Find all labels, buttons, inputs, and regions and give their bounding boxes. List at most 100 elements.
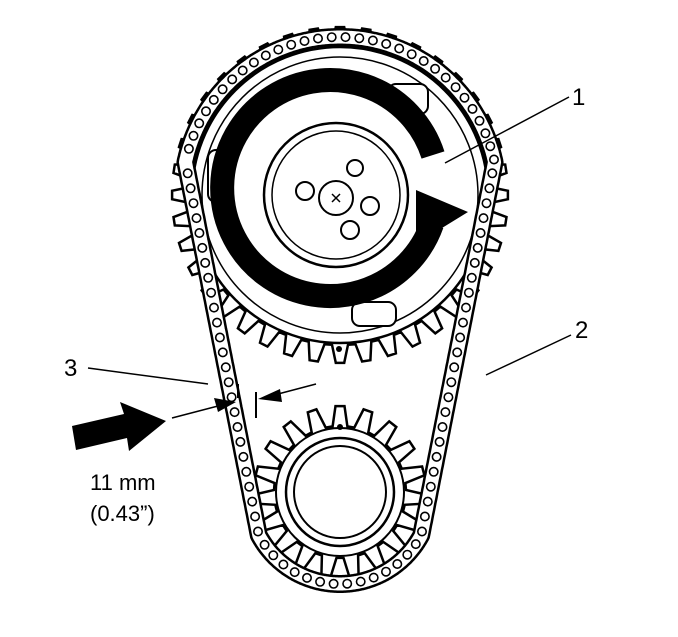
chain-link-pin (247, 496, 258, 507)
chain-link-pin (446, 377, 457, 388)
chain-link-pin (380, 566, 391, 577)
callout-3-leader (87, 367, 209, 385)
chain-link-pin (450, 82, 461, 93)
chain-link-pin (237, 65, 248, 76)
chain-link-pin (406, 49, 417, 60)
chain-link-pin (206, 287, 217, 298)
left-dimension-arrowhead (214, 398, 236, 412)
chain-link-pin (425, 481, 436, 492)
chain-link-pin (299, 35, 310, 46)
chain-link-pin (328, 578, 339, 589)
chain-link-pin (440, 407, 451, 418)
chain-link-pin (440, 72, 451, 83)
chain-link-pin (469, 257, 480, 268)
chain-link-pin (253, 526, 264, 537)
chain-link-pin (197, 242, 208, 253)
chain-link-pin (488, 154, 499, 165)
chain-link-pin (463, 287, 474, 298)
chain-link-pin (194, 228, 205, 239)
bolt-hole (360, 196, 380, 216)
chain-link-pin (286, 39, 297, 50)
chain-link-pin (475, 228, 486, 239)
chain-link-pin (478, 213, 489, 224)
crankshaft-hub-outer (284, 436, 396, 548)
chain-link-pin (402, 549, 413, 560)
measurement-metric: 11 mm (90, 470, 156, 495)
chain-link-pin (201, 106, 212, 117)
chain-link-pin (467, 103, 478, 114)
deflection-measurement (171, 383, 317, 419)
chain-link-pin (431, 451, 442, 462)
chain-link-pin (188, 198, 199, 209)
chain-link-pin (250, 511, 261, 522)
rotation-arrow (210, 68, 468, 308)
bolt-hole (295, 181, 315, 201)
chain-link-pin (223, 377, 234, 388)
right-dimension-arrowhead (258, 389, 282, 402)
chain-link-pin (481, 198, 492, 209)
chain-link-pin (226, 392, 237, 403)
chain-link-pin (301, 572, 312, 583)
chain-link-pin (342, 578, 353, 589)
chain-link-pin (229, 407, 240, 418)
chain-link-pin (466, 272, 477, 283)
chain-link-pin (487, 168, 498, 179)
chain-link-pin (340, 32, 351, 43)
chain-link-pin (220, 362, 231, 373)
chain-link-pin (227, 74, 238, 85)
chain-link-pin (260, 50, 271, 61)
crankshaft-hub-inner (293, 445, 387, 539)
chain-link-pin (235, 436, 246, 447)
chain-link-pin (484, 183, 495, 194)
chain-link-pin (381, 38, 392, 49)
chain-link-pin (455, 332, 466, 343)
chain-link-pin (422, 496, 433, 507)
chain-link-pin (244, 481, 255, 492)
left-dimension-arrow (171, 405, 219, 419)
timing-chain (176, 28, 504, 593)
chain-link-pin (203, 272, 214, 283)
callout-1-leader (444, 96, 570, 164)
chain-link-pin (273, 44, 284, 55)
chain-link-pin (212, 317, 223, 328)
chain-link-pin (183, 143, 194, 154)
chain-link-pin (367, 35, 378, 46)
camshaft-sprocket-inner-rim (201, 56, 479, 334)
chain-link-pin (248, 57, 259, 68)
measurement-imperial: (0.43”) (90, 501, 155, 526)
chain-link-pin (238, 451, 249, 462)
callout-1-label: 1 (572, 84, 585, 111)
chain-link-pin (443, 392, 454, 403)
chain-link-pin (268, 550, 279, 561)
chain-link-pin (241, 466, 252, 477)
chain-link-pin (208, 94, 219, 105)
bolt-hole (340, 220, 360, 240)
chain-link-pin (416, 526, 427, 537)
chain-link-pin (232, 421, 243, 432)
bolt-hole (346, 159, 364, 177)
chain-link-pin (418, 55, 429, 66)
chain-link-pin (480, 128, 491, 139)
chain-link-pin (430, 63, 441, 74)
chain-link-pin (459, 92, 470, 103)
push-force-arrow (72, 402, 166, 451)
chain-link-pin (185, 183, 196, 194)
chain-link-pin (214, 332, 225, 343)
sprocket-slot (351, 301, 397, 327)
crankshaft-sprocket (252, 404, 428, 579)
chain-link-pin (437, 421, 448, 432)
chain-link-pin (188, 130, 199, 141)
chain-link-pin (326, 32, 337, 43)
rotation-arrow-ring (210, 68, 445, 308)
callout-3-label: 3 (64, 355, 77, 382)
chain-link-pin (259, 539, 270, 550)
chain-link-pin (209, 302, 220, 313)
chain-link-pin (354, 33, 365, 44)
chain-link-pin (449, 362, 460, 373)
chain-link-pin (474, 115, 485, 126)
chain-link-pin (419, 511, 430, 522)
chain-link-pin (452, 347, 463, 358)
rotation-arrow-head (416, 190, 468, 244)
chain-link-pin (460, 302, 471, 313)
